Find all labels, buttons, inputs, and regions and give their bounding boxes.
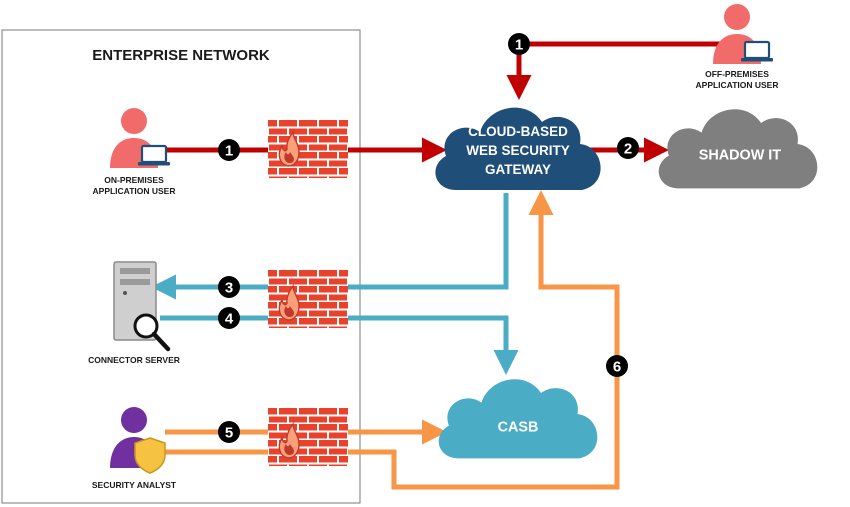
onprem-user-caption-line2: APPLICATION USER <box>93 186 176 196</box>
firewall-bottom <box>268 408 348 466</box>
person-head-icon <box>121 108 147 134</box>
gateway-label-line2: WEB SECURITY <box>466 143 570 158</box>
flow-offprem-to-gateway <box>506 41 722 100</box>
step-badge-2: 2 <box>617 137 639 159</box>
laptop-icon <box>741 40 773 62</box>
cloud-casb: CASB <box>438 379 598 459</box>
enterprise-network-title: ENTERPRISE NETWORK <box>92 47 270 64</box>
casb-label: CASB <box>498 419 539 435</box>
shield-icon <box>134 437 166 474</box>
svg-text:3: 3 <box>225 280 233 297</box>
offprem-user-caption-line1: OFF-PREMISES <box>705 69 769 79</box>
step-badge-5: 5 <box>218 421 240 443</box>
svg-text:4: 4 <box>225 311 234 328</box>
svg-text:1: 1 <box>225 143 233 160</box>
connector-server-caption: CONNECTOR SERVER <box>88 355 180 365</box>
firewall-top <box>268 120 348 178</box>
svg-text:2: 2 <box>624 141 632 158</box>
svg-text:6: 6 <box>613 359 621 376</box>
connector-server: CONNECTOR SERVER <box>88 261 180 365</box>
gateway-label-line1: CLOUD-BASED <box>468 124 568 139</box>
step-badge-1-offprem: 1 <box>508 33 530 55</box>
step-badge-6: 6 <box>606 355 628 377</box>
offprem-user: OFF-PREMISES APPLICATION USER <box>696 4 779 90</box>
person-head-icon <box>121 407 147 433</box>
gateway-label-line3: GATEWAY <box>485 162 551 177</box>
shadow-it-label: SHADOW IT <box>699 148 782 164</box>
step-badge-4: 4 <box>218 307 240 329</box>
step-badge-1-onprem: 1 <box>218 139 240 161</box>
onprem-user-caption-line1: ON-PREMISES <box>104 175 164 185</box>
cloud-shadow-it: SHADOW IT <box>658 109 818 189</box>
svg-text:5: 5 <box>225 425 233 442</box>
flow-analyst-to-gateway <box>165 190 620 490</box>
laptop-icon <box>138 144 170 166</box>
security-analyst-caption: SECURITY ANALYST <box>92 480 177 490</box>
svg-text:1: 1 <box>515 37 523 54</box>
onprem-user: ON-PREMISES APPLICATION USER <box>93 108 176 196</box>
firewall-middle <box>268 270 348 328</box>
security-analyst: SECURITY ANALYST <box>92 407 177 490</box>
cloud-gateway: CLOUD-BASED WEB SECURITY GATEWAY <box>435 107 601 190</box>
magnifier-icon <box>133 313 171 352</box>
person-head-icon <box>724 4 750 30</box>
step-badge-3: 3 <box>218 276 240 298</box>
offprem-user-caption-line2: APPLICATION USER <box>696 80 779 90</box>
